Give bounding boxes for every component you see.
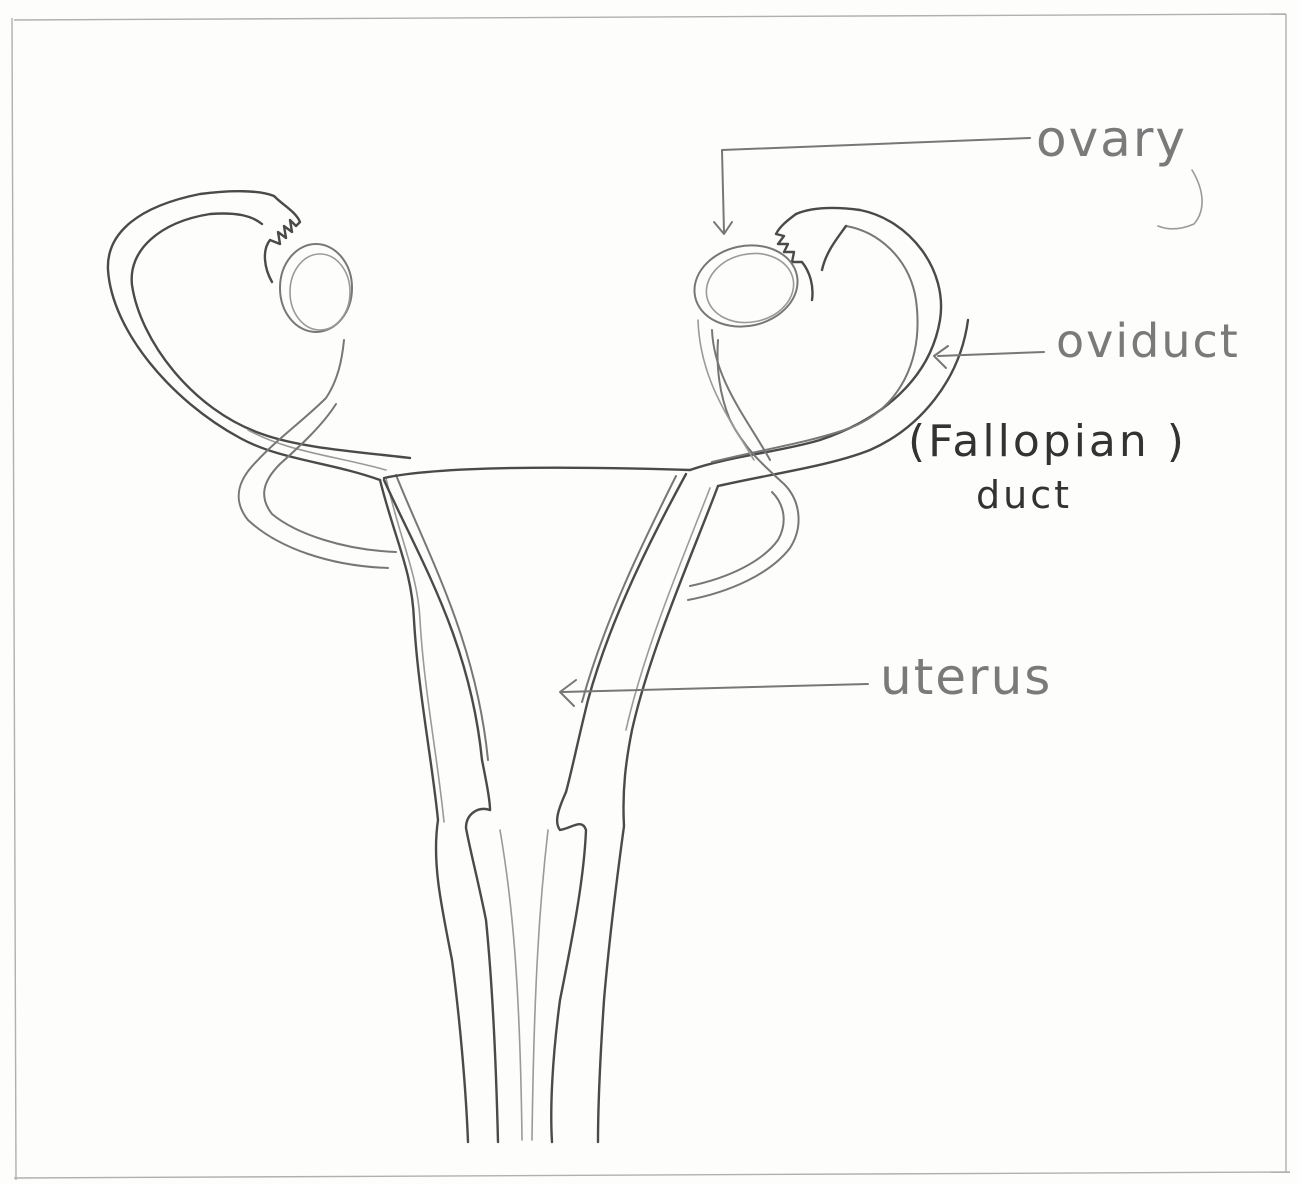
right-ovary-shape	[687, 214, 846, 336]
label-oviduct: oviduct	[1056, 318, 1240, 364]
label-uterus: uterus	[880, 652, 1052, 702]
left-oviduct-shape	[108, 191, 410, 568]
right-oviduct-shape	[688, 208, 968, 600]
drawing-frame	[12, 14, 1290, 1180]
label-duct: duct	[976, 476, 1072, 514]
left-ovary-shape	[265, 196, 352, 332]
label-fallopian: (Fallopian )	[908, 420, 1187, 464]
uterus-shape	[380, 468, 718, 1142]
label-ovary: ovary	[1036, 114, 1187, 164]
